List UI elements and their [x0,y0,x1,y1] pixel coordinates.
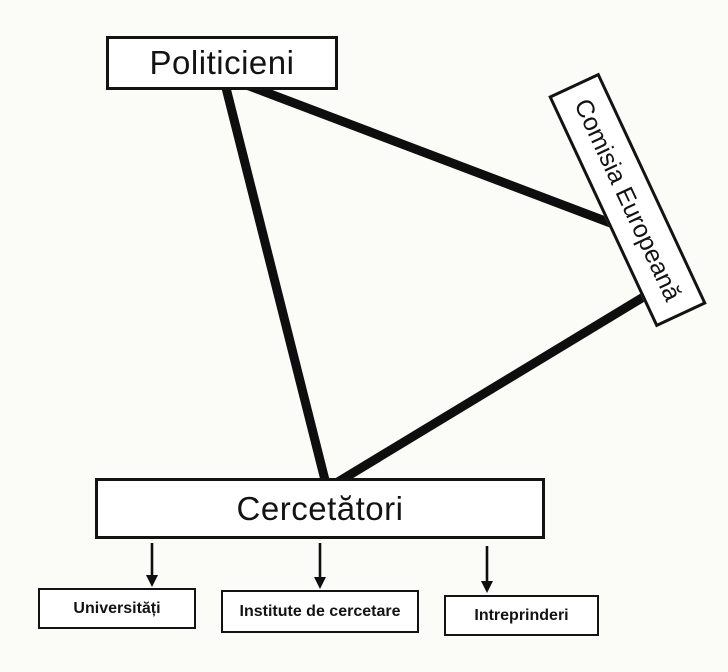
arrowhead-universitati-icon [146,575,158,587]
arrowhead-intreprinderi-icon [481,581,493,593]
edge-comisia-cercetatori [325,286,658,492]
edge-politicieni-cercetatori [217,70,332,490]
node-cercetatori: Cercetători [95,478,545,539]
node-politicieni: Politicieni [106,36,338,90]
node-institute-de-cercetare: Institute de cercetare [221,590,419,633]
edge-politicieni-comisia [226,73,652,243]
node-politicieni-label: Politicieni [149,44,295,81]
node-cercetatori-label: Cercetători [236,489,404,527]
node-universitati: Universități [38,588,196,629]
node-intreprinderi-label: Intreprinderi [474,606,569,624]
arrowhead-institute-icon [314,577,326,589]
node-intreprinderi: Intreprinderi [444,595,599,636]
node-institute-de-cercetare-label: Institute de cercetare [239,602,401,620]
node-universitati-label: Universități [73,599,161,617]
